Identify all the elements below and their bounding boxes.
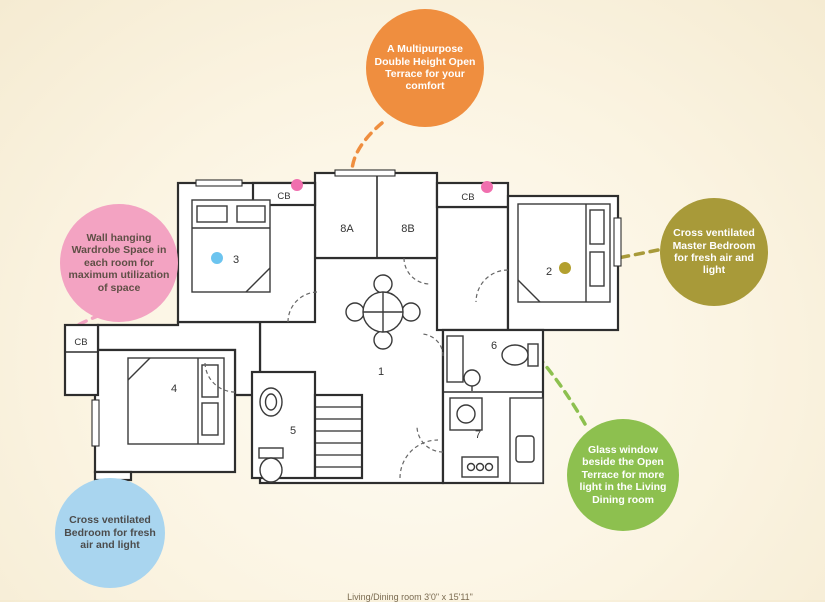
burner xyxy=(466,462,476,472)
blue-dot-room3 xyxy=(211,252,223,264)
door-room3 xyxy=(287,291,319,323)
foyer-walls xyxy=(435,205,510,332)
kitchen-sink xyxy=(515,435,535,463)
indicator-dots xyxy=(211,179,571,274)
stair-treads xyxy=(315,406,362,468)
room-label-terrace-8a: 8A xyxy=(340,223,354,235)
window-room3 xyxy=(195,179,243,187)
burner xyxy=(484,462,494,472)
door-entrance xyxy=(399,439,439,479)
washbasin xyxy=(463,369,481,387)
room-label-bath5: 5 xyxy=(290,425,296,437)
door-room7 xyxy=(416,425,444,453)
wall-details xyxy=(65,169,622,447)
room-label-bedroom3: 3 xyxy=(233,254,239,266)
shower-tray xyxy=(446,335,464,383)
room-label-kitchen7: 7 xyxy=(475,429,481,441)
door-arcs xyxy=(204,257,509,479)
pillow xyxy=(236,205,266,223)
pink-dot-cb-left xyxy=(291,179,303,191)
room-label-bath6: 6 xyxy=(491,340,497,352)
bubble-open-terrace: A Multipurpose Double Height Open Terrac… xyxy=(366,9,484,127)
burner xyxy=(475,462,485,472)
dining-chair xyxy=(373,274,393,294)
terrace-walls xyxy=(313,171,439,260)
cb-label-top-left: CB xyxy=(277,191,290,202)
room-labels: 1 2 3 4 5 6 7 8A 8B CB CB CB xyxy=(74,191,552,441)
door-room4 xyxy=(204,361,236,393)
bubble-glass-window-text: Glass window beside the Open Terrace for… xyxy=(579,444,667,506)
bubble-master-bedroom: Cross ventilated Master Bedroom for fres… xyxy=(660,198,768,306)
plan-caption: Living/Dining room 3'0" x 15'11" xyxy=(347,592,473,602)
cb-top-right-walls xyxy=(435,181,510,209)
window-room2 xyxy=(613,217,622,267)
window-terrace xyxy=(334,169,396,177)
toilet-tank xyxy=(527,343,539,367)
cb-label-left: CB xyxy=(74,337,87,348)
toilet-bowl xyxy=(259,457,283,483)
cb-left-walls xyxy=(63,323,100,397)
room-label-master: 2 xyxy=(546,266,552,278)
door-room2 xyxy=(475,269,509,303)
bubble-bedroom: Cross ventilated Bedroom for fresh air a… xyxy=(55,478,165,588)
window-room4 xyxy=(91,399,100,447)
olive-dot-room2 xyxy=(559,262,571,274)
bubble-master-bedroom-text: Cross ventilated Master Bedroom for fres… xyxy=(672,227,756,277)
bubble-open-terrace-text: A Multipurpose Double Height Open Terrac… xyxy=(374,43,476,93)
room-label-bedroom4: 4 xyxy=(171,383,177,395)
dining-chair xyxy=(345,302,365,322)
pillow xyxy=(196,205,228,223)
blanket-fold xyxy=(127,357,151,381)
room-label-living: 1 xyxy=(378,366,384,378)
blanket-fold xyxy=(517,279,541,303)
room5-walls xyxy=(250,370,317,480)
toilet-tank xyxy=(258,447,284,459)
pillow xyxy=(589,251,605,287)
washbasin-bowl xyxy=(264,393,278,411)
stairs-walls xyxy=(313,393,364,480)
blanket-fold xyxy=(245,267,271,293)
cb-label-top-right: CB xyxy=(461,192,474,203)
door-terrace xyxy=(403,257,431,285)
pillow xyxy=(589,209,605,245)
door-room6 xyxy=(420,333,444,357)
dining-chair xyxy=(401,302,421,322)
pillow xyxy=(201,402,219,436)
pink-dot-cb-right xyxy=(481,181,493,193)
washing-machine-door xyxy=(456,404,476,424)
dining-chair xyxy=(373,330,393,350)
toilet-bowl xyxy=(501,344,529,366)
bubble-wardrobe-text: Wall hanging Wardrobe Space in each room… xyxy=(68,232,170,294)
pillow xyxy=(201,364,219,398)
furniture xyxy=(127,199,611,484)
room-label-terrace-8b: 8B xyxy=(401,223,414,235)
bubble-wardrobe: Wall hanging Wardrobe Space in each room… xyxy=(60,204,178,322)
bubble-glass-window: Glass window beside the Open Terrace for… xyxy=(567,419,679,531)
bubble-bedroom-text: Cross ventilated Bedroom for fresh air a… xyxy=(64,514,156,552)
